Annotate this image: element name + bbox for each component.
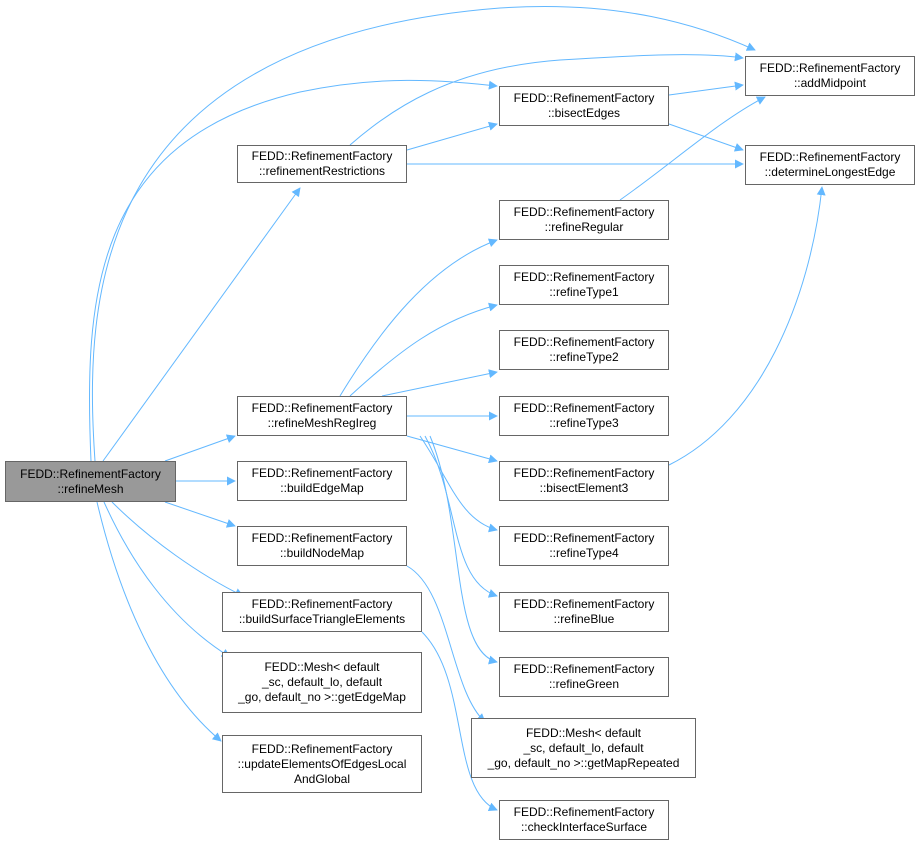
node-label-line: FEDD::RefinementFactory (251, 401, 393, 415)
node-label-line: FEDD::RefinementFactory (251, 597, 393, 611)
node-label-line: FEDD::Mesh< default (264, 660, 380, 674)
node-label-line: ::refineGreen (548, 677, 620, 691)
node-label-line: FEDD::Mesh< default (525, 725, 642, 740)
node-label-line: FEDD::RefinementFactory (251, 741, 393, 756)
node-label-line: FEDD::RefinementFactory (513, 805, 655, 819)
node-refineType3[interactable]: FEDD::RefinementFactory::refineType3 (499, 396, 669, 436)
edge-bisectEdges-to-determineLongestEdge (668, 123, 744, 152)
node-label-line: FEDD::RefinementFactory (513, 466, 655, 480)
node-label-line: _go, default_no >::getEdgeMap (238, 690, 406, 704)
node-refineGreen[interactable]: FEDD::RefinementFactory::refineGreen (499, 657, 669, 697)
edge-refineMesh-to-refinementRestrictions (102, 187, 301, 462)
node-label-line: ::refineMesh (57, 481, 124, 496)
node-updateElementsOfEdgesLocalAndGlobal[interactable]: FEDD::RefinementFactory::updateElementsO… (222, 735, 422, 793)
node-label-line: ::refineType4 (549, 546, 619, 560)
edge-refineMeshRegIreg-to-refineRegular (339, 238, 498, 397)
node-label-line: FEDD::RefinementFactory (513, 662, 655, 676)
node-refineMeshRegIreg[interactable]: FEDD::RefinementFactory::refineMeshRegIr… (237, 396, 407, 436)
node-label-line: FEDD::RefinementFactory (513, 597, 655, 611)
edge-refineMesh-to-bisectEdges (88, 79, 498, 462)
node-label-line: FEDD::RefinementFactory (251, 149, 393, 163)
node-label-line: ::refineType2 (549, 350, 619, 364)
node-label-line: _sc, default_lo, default (261, 675, 383, 689)
node-label-line: FEDD::RefinementFactory (513, 91, 655, 105)
node-refineType1[interactable]: FEDD::RefinementFactory::refineType1 (499, 265, 669, 305)
node-refineType4[interactable]: FEDD::RefinementFactory::refineType4 (499, 526, 669, 566)
node-label-line: ::refineType3 (549, 416, 619, 430)
node-label-line: FEDD::RefinementFactory (513, 335, 655, 349)
node-bisectElement3[interactable]: FEDD::RefinementFactory::bisectElement3 (499, 461, 669, 501)
node-refineType2[interactable]: FEDD::RefinementFactory::refineType2 (499, 330, 669, 370)
edge-refineMeshRegIreg-to-refineType2 (381, 369, 498, 397)
node-label-line: ::buildNodeMap (279, 546, 365, 560)
node-label-line: FEDD::RefinementFactory (759, 150, 901, 164)
edge-bisectElement3-to-determineLongestEdge (668, 186, 826, 466)
edge-refinementRestrictions-to-bisectEdges (406, 121, 498, 151)
node-label-line: ::addMidpoint (793, 76, 867, 90)
edge-refineMeshRegIreg-to-bisectElement3 (406, 435, 498, 464)
node-label-line: AndGlobal (293, 771, 351, 786)
edge-refineMesh-to-refineMeshRegIreg (164, 434, 236, 462)
node-label-line: ::updateElementsOfEdgesLocal (237, 756, 407, 771)
edge-bisectEdges-to-addMidpoint (668, 81, 744, 96)
node-label-line: ::buildSurfaceTriangleElements (238, 612, 406, 626)
edge-buildSurfaceTriangleElements-to-checkInterfaceSurface (421, 631, 498, 811)
node-label-line: _go, default_no >::getMapRepeated (487, 755, 680, 770)
node-refineMesh: FEDD::RefinementFactory::refineMesh (5, 461, 176, 502)
node-getMapRepeated[interactable]: FEDD::Mesh< default_sc, default_lo, defa… (471, 718, 696, 778)
node-label-line: ::refineMeshRegIreg (267, 416, 377, 430)
node-label-line: ::refineType1 (549, 285, 619, 299)
call-edges (88, 5, 826, 811)
node-label-line: FEDD::RefinementFactory (251, 531, 393, 545)
edge-refineMesh-to-updateElementsOfEdgesLocalAndGlobal (96, 501, 222, 742)
node-label-line: FEDD::RefinementFactory (251, 466, 393, 480)
node-addMidpoint[interactable]: FEDD::RefinementFactory::addMidpoint (745, 56, 915, 96)
node-refineRegular[interactable]: FEDD::RefinementFactory::refineRegular (499, 200, 669, 240)
edge-refineMesh-to-buildNodeMap (164, 501, 236, 528)
node-getEdgeMap[interactable]: FEDD::Mesh< default_sc, default_lo, defa… (222, 652, 422, 713)
node-label-line: _sc, default_lo, default (523, 740, 644, 755)
node-buildEdgeMap[interactable]: FEDD::RefinementFactory::buildEdgeMap (237, 461, 407, 501)
node-label-line: FEDD::RefinementFactory (513, 205, 655, 219)
node-label-line: ::refinementRestrictions (258, 164, 386, 178)
edge-refineMesh-to-getEdgeMap (103, 501, 231, 658)
edge-buildNodeMap-to-getMapRepeated (406, 565, 486, 723)
node-label-line: ::bisectEdges (547, 106, 621, 120)
node-label-line: FEDD::RefinementFactory (513, 401, 655, 415)
edge-refineMesh-to-buildSurfaceTriangleElements (111, 501, 244, 597)
edge-refineMesh-to-addMidpoint (91, 5, 756, 462)
node-label-line: ::bisectElement3 (539, 481, 629, 495)
node-refineBlue[interactable]: FEDD::RefinementFactory::refineBlue (499, 592, 669, 632)
node-label-line: FEDD::RefinementFactory (513, 270, 655, 284)
node-label-line: ::refineBlue (553, 612, 615, 626)
edge-refinementRestrictions-to-addMidpoint (349, 52, 744, 146)
edge-refineMeshRegIreg-to-refineType1 (349, 302, 498, 397)
edge-refineMeshRegIreg-to-refineGreen (429, 435, 498, 665)
node-label-line: ::checkInterfaceSurface (520, 820, 648, 834)
node-refinementRestrictions[interactable]: FEDD::RefinementFactory::refinementRestr… (237, 145, 407, 183)
edge-refineRegular-to-addMidpoint (619, 96, 766, 201)
node-label-line: ::determineLongestEdge (764, 165, 896, 179)
node-label-line: FEDD::RefinementFactory (759, 61, 901, 75)
node-bisectEdges[interactable]: FEDD::RefinementFactory::bisectEdges (499, 86, 669, 126)
node-label-line: ::buildEdgeMap (280, 481, 364, 495)
edge-refineMeshRegIreg-to-refineType4 (419, 435, 498, 533)
node-label-line: FEDD::RefinementFactory (20, 466, 161, 481)
node-buildNodeMap[interactable]: FEDD::RefinementFactory::buildNodeMap (237, 526, 407, 566)
edge-refineMeshRegIreg-to-refineBlue (424, 435, 498, 598)
node-buildSurfaceTriangleElements[interactable]: FEDD::RefinementFactory::buildSurfaceTri… (222, 592, 422, 632)
node-checkInterfaceSurface[interactable]: FEDD::RefinementFactory::checkInterfaceS… (499, 800, 669, 840)
node-determineLongestEdge[interactable]: FEDD::RefinementFactory::determineLonges… (745, 145, 915, 185)
node-label-line: ::refineRegular (544, 220, 624, 234)
node-label-line: FEDD::RefinementFactory (513, 531, 655, 545)
